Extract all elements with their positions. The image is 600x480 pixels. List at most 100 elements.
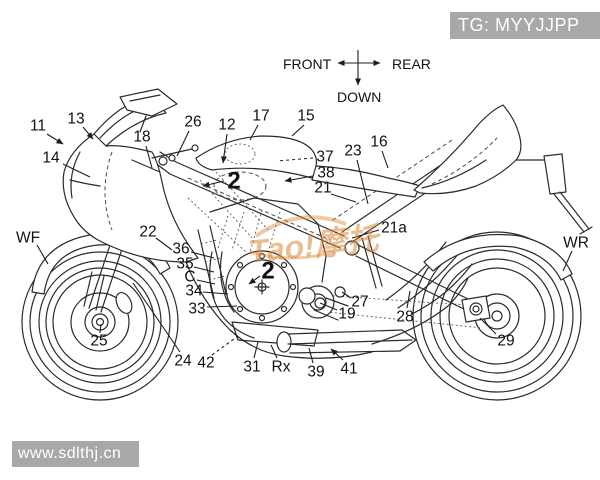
callout-leader-23	[356, 159, 369, 205]
callout-16: 16	[370, 134, 387, 151]
callout-19: 19	[338, 306, 355, 323]
callout-leader-31	[253, 341, 259, 359]
fairing-seam	[104, 151, 113, 231]
handlebar	[131, 144, 199, 173]
callout-11: 11	[30, 118, 46, 135]
callout-2: 2	[261, 258, 274, 285]
callout-37: 37	[316, 149, 333, 166]
callout-Rx: Rx	[272, 359, 291, 376]
callout-leader-WR	[562, 250, 573, 272]
front-fairing	[62, 133, 199, 263]
callout-leader-WF	[36, 244, 49, 265]
callout-17: 17	[252, 108, 269, 125]
fuel-tank	[195, 135, 318, 179]
callout-29: 29	[497, 333, 514, 350]
callout-25: 25	[90, 333, 107, 350]
front-sprocket	[298, 287, 316, 305]
callout-33: 33	[188, 301, 205, 318]
callout-leader-27	[341, 291, 352, 299]
callout-27: 27	[351, 294, 368, 311]
callout-38: 38	[317, 165, 334, 182]
callout-leader-33	[206, 305, 238, 308]
callout-31: 31	[243, 359, 260, 376]
callout-35: 35	[176, 256, 193, 273]
callout-leader-34	[202, 291, 229, 295]
belly-pan	[185, 261, 373, 359]
callout-28: 28	[396, 309, 413, 326]
callout-21: 21	[314, 180, 331, 197]
callout-42: 42	[197, 355, 214, 372]
callout-leader-28	[406, 290, 411, 309]
callout-14: 14	[42, 150, 60, 167]
callout-leader-15	[291, 124, 305, 137]
rear-cowl-lines	[371, 241, 473, 345]
callout-leader-Rx	[270, 344, 278, 359]
tag-watermark-box: TG: MYYJJPP	[450, 12, 600, 39]
seat	[311, 165, 421, 198]
callout-leader-36	[190, 251, 215, 259]
rear-direction-label: REAR	[392, 56, 431, 72]
radiator	[197, 225, 227, 299]
callout-leader-21	[330, 193, 357, 203]
front-direction-label: FRONT	[283, 56, 332, 72]
callout-22: 22	[139, 224, 156, 241]
brake-caliper	[115, 292, 133, 314]
callout-2: 2	[227, 168, 240, 195]
chain-lower-line	[307, 309, 483, 329]
mirror	[119, 88, 178, 133]
callout-leader-29	[479, 317, 497, 335]
front-wheel	[21, 243, 179, 401]
tail-cowl	[413, 104, 522, 195]
callout-C: C	[184, 269, 195, 286]
callout-leader-C	[196, 279, 216, 285]
callout-leader-25	[99, 323, 102, 334]
callout-leader-39	[308, 347, 314, 364]
rear-axle-block	[461, 295, 491, 323]
plate-hanger	[515, 153, 593, 235]
callout-leader-18	[145, 145, 153, 169]
callout-leader-38	[284, 175, 314, 183]
callout-leader-21a	[351, 229, 380, 239]
watermark-swoosh	[249, 215, 347, 260]
callout-WR: WR	[563, 235, 589, 252]
orientation-arrows	[337, 50, 381, 86]
callout-34: 34	[185, 283, 203, 300]
callout-leader-11	[46, 133, 64, 145]
callout-leader-14	[62, 163, 91, 178]
chain-upper-line	[305, 293, 481, 307]
muffler	[276, 329, 417, 354]
callout-leader-41	[330, 348, 344, 361]
callout-39: 39	[307, 364, 324, 381]
callout-13: 13	[67, 111, 84, 128]
callout-WF: WF	[16, 230, 40, 247]
callout-leader-26	[176, 130, 190, 157]
callout-leader-22	[155, 237, 173, 251]
down-direction-label: DOWN	[337, 89, 382, 105]
callout-21a: 21a	[381, 220, 407, 237]
callout-12: 12	[218, 117, 235, 134]
tail-edge-line	[421, 159, 487, 189]
callout-24: 24	[174, 353, 192, 370]
callout-36: 36	[172, 241, 189, 258]
callout-leader-12	[220, 133, 228, 164]
site-watermark-box: www.sdlthj.cn	[12, 441, 139, 467]
callout-leader-24	[132, 282, 181, 353]
callout-41: 41	[340, 361, 357, 378]
callout-leader-2	[248, 275, 261, 285]
frame-hidden-lines	[187, 171, 269, 255]
airbox-hidden	[213, 171, 267, 201]
callout-18: 18	[133, 129, 150, 146]
oil-pan	[231, 321, 319, 347]
callout-23: 23	[344, 143, 361, 160]
callout-leader-42	[211, 335, 239, 356]
callout-leader-2	[202, 180, 225, 188]
callout-leader-16	[381, 150, 389, 169]
callout-leader-19	[319, 302, 338, 311]
rear-fender	[423, 233, 573, 281]
tail-hidden-line	[431, 137, 498, 185]
fairing-crease	[70, 151, 81, 199]
headlight-slit	[69, 179, 101, 187]
